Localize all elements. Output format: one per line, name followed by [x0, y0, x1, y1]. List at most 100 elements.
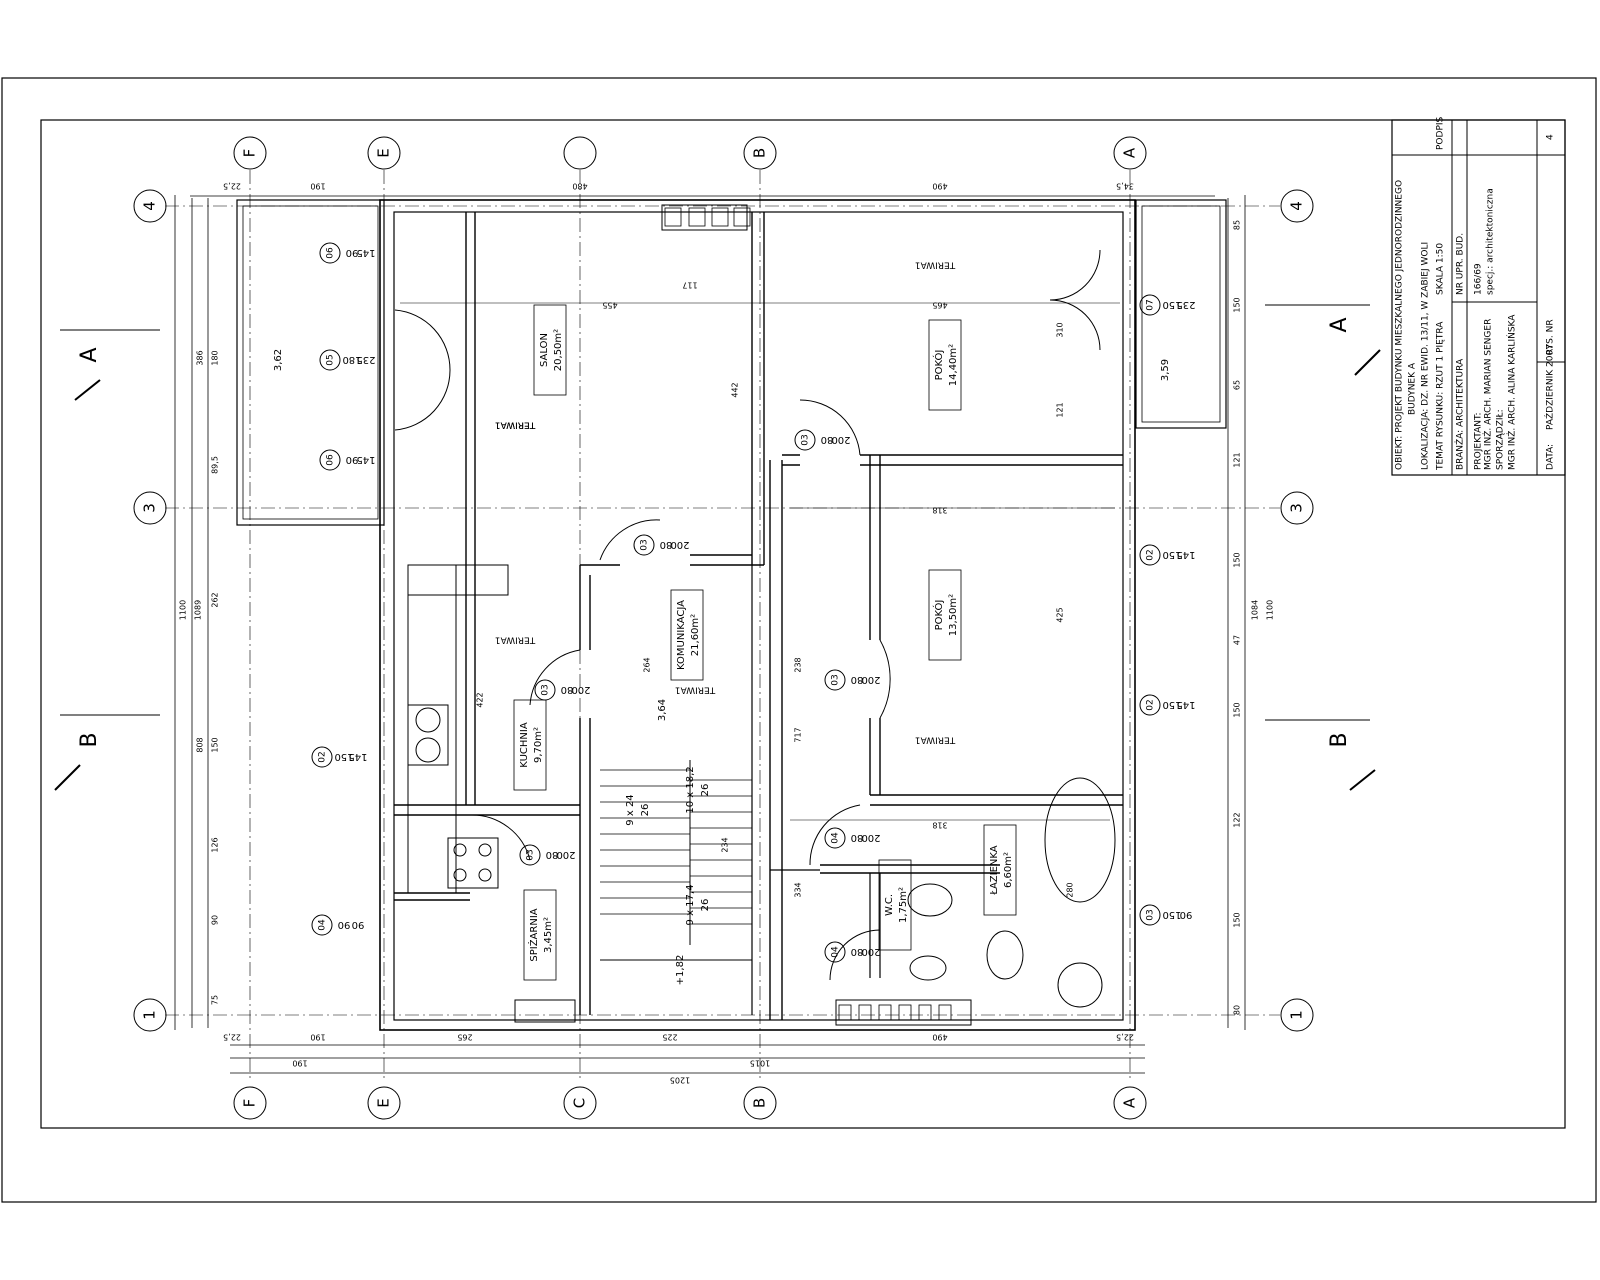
door-swing-arc: [599, 519, 661, 561]
grid-axis-label: C: [571, 1098, 589, 1108]
dimension-value: 150: [211, 737, 220, 752]
dimension-value: 126: [211, 837, 220, 852]
title-block-text: PAŹDZIERNIK 2007: [1544, 344, 1556, 430]
dimension-value: 480: [572, 182, 587, 191]
door-swing-arc: [394, 309, 451, 371]
door-tag-number: 03: [640, 539, 650, 550]
vent-shaft: [733, 207, 751, 227]
room-area: 3,45m²: [543, 917, 554, 953]
door-width: 150: [1162, 699, 1181, 710]
grid-axis-label: F: [241, 149, 259, 158]
door-tag-number: 06: [326, 247, 336, 259]
dimension-value: 234: [721, 837, 730, 852]
floor-finish-label: TERIWA1: [495, 635, 536, 645]
title-block-text: BRANŻA: ARCHITEKTURA: [1455, 358, 1466, 470]
door-tag: [1139, 694, 1161, 716]
dimension-value: 1100: [1266, 600, 1275, 620]
dimension-value: 1100: [179, 600, 188, 620]
door-tag-number: 02: [318, 751, 328, 762]
dimension-value: 1089: [194, 600, 203, 620]
door-tag-number: 07: [1146, 299, 1156, 310]
kitchen-counter: [407, 564, 509, 596]
vent-shaft: [688, 207, 706, 227]
level-mark: 3,64: [657, 699, 668, 721]
title-block-text: PROJEKTANT:: [1474, 412, 1484, 470]
room-label-box: [670, 589, 704, 681]
door-width: 150: [1162, 299, 1181, 310]
dimension-value: 90: [211, 915, 220, 925]
door-swing-arc: [469, 814, 531, 861]
dimension-value: 150: [1233, 912, 1242, 927]
room-name: KOMUNIKACJA: [676, 600, 687, 670]
dimension-value: 386: [196, 350, 205, 365]
door-tag: [311, 746, 333, 768]
door-height: 200: [571, 684, 590, 695]
grid-axis-label: 4: [1288, 201, 1306, 211]
dimension-value: 150: [1233, 702, 1242, 717]
grid-axis-bubble: [743, 136, 777, 170]
exterior-wall-inner: [393, 211, 1124, 1021]
dimension-value: 47: [1233, 635, 1242, 645]
dimension-value: 318: [932, 506, 947, 515]
grid-axis-label: B: [751, 148, 769, 158]
wc-toilet: [909, 955, 947, 981]
dimension-value: 150: [1233, 552, 1242, 567]
title-block-text: TEMAT RYSUNKU: RZUT 1 PIĘTRA: [1436, 321, 1446, 471]
grid-axis-bubble: [563, 1086, 597, 1120]
dimension-value: 122: [1233, 812, 1242, 827]
dimension-value: 422: [476, 692, 485, 707]
chimney-block-bottom: [835, 999, 972, 1026]
door-height: 200: [556, 849, 575, 860]
door-swing-arc: [799, 399, 861, 456]
sheet-border: [1, 77, 1597, 1203]
title-block-text: 166/69: [1474, 263, 1484, 295]
door-tag-number: 03: [1146, 909, 1156, 920]
dimension-value: 22,5: [223, 182, 241, 191]
vent-shaft: [838, 1004, 852, 1021]
door-height: 200: [831, 434, 850, 445]
stove-burner: [453, 843, 467, 857]
section-line: [54, 764, 81, 791]
section-line: [1349, 769, 1376, 791]
grid-axis-bubble: [367, 1086, 401, 1120]
door-height: 90: [1180, 909, 1193, 920]
door-height: 235: [356, 354, 375, 365]
kitchen-sink: [407, 704, 449, 766]
door-width: 150: [1162, 549, 1181, 560]
room-name: SPIŻARNIA: [527, 908, 540, 961]
door-width: 90: [346, 247, 359, 258]
door-width: 150: [1162, 909, 1181, 920]
title-block-text: BUDYNEK A: [1408, 362, 1418, 415]
dimension-value: 225: [662, 1033, 677, 1042]
room-area: 6,60m²: [1003, 852, 1014, 888]
floor-finish-label: TERIWA1: [915, 260, 956, 270]
section-line: [1354, 349, 1381, 376]
title-block-text: NR UPR. BUD.: [1456, 233, 1466, 295]
door-swing-arc: [1049, 299, 1101, 351]
door-swing-arc: [394, 369, 451, 431]
dimension-value: 121: [1233, 452, 1242, 467]
dimension-value: 262: [211, 592, 220, 607]
room-area: 13,50m²: [948, 594, 959, 636]
grid-axis-bubble: [133, 189, 167, 223]
door-height: 145: [356, 247, 375, 258]
dimension-value: 190: [310, 1033, 325, 1042]
door-tag-number: 02: [1146, 549, 1156, 560]
title-block-frame: [1391, 119, 1566, 476]
vent-shaft: [938, 1004, 952, 1021]
door-tag-number: 04: [831, 832, 841, 844]
door-height: 145: [356, 454, 375, 465]
floor-finish-label: TERIWA1: [495, 420, 536, 430]
dimension-value: 334: [794, 882, 803, 897]
dimension-value: 442: [731, 382, 740, 397]
dimension-value: 65: [1233, 380, 1242, 390]
door-height: 200: [861, 674, 880, 685]
vent-shaft: [858, 1004, 872, 1021]
grid-axis-bubble: [133, 998, 167, 1032]
stove-burner: [478, 843, 492, 857]
grid-axis-label: E: [375, 148, 393, 157]
dimension-value: 310: [1056, 322, 1065, 337]
room-area: 1,75m²: [898, 887, 909, 923]
